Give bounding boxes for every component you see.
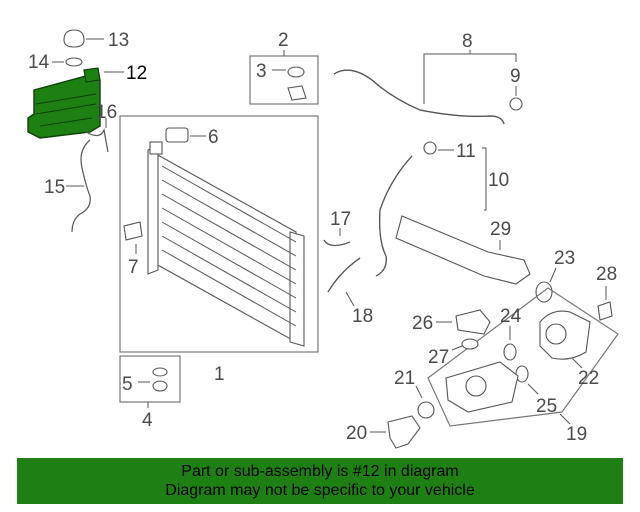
parts-diagram: 13 14 12 16 15 1 6 7 bbox=[27, 29, 619, 449]
callout-22: 22 bbox=[578, 368, 599, 389]
callout-24: 24 bbox=[500, 306, 522, 327]
part-23-gasket[interactable] bbox=[535, 267, 557, 303]
callout-26: 26 bbox=[412, 313, 433, 334]
part-28-sensor[interactable] bbox=[597, 286, 613, 321]
part-3-bushing[interactable] bbox=[272, 66, 307, 101]
part-11-clamp[interactable] bbox=[423, 141, 454, 155]
callout-28: 28 bbox=[596, 264, 617, 285]
mount-box-bottom bbox=[119, 355, 181, 403]
callout-20: 20 bbox=[346, 423, 367, 444]
banner-line-2: Diagram may not be specific to your vehi… bbox=[165, 482, 475, 499]
part-9-clamp[interactable] bbox=[509, 86, 523, 111]
callout-15: 15 bbox=[44, 177, 65, 198]
part-14-ring[interactable] bbox=[52, 57, 83, 67]
callout-7: 7 bbox=[128, 257, 139, 278]
callout-8: 8 bbox=[462, 31, 473, 52]
part-16-hose[interactable] bbox=[85, 118, 109, 153]
callout-12: 12 bbox=[126, 63, 147, 84]
part-6-gasket[interactable] bbox=[165, 127, 206, 143]
part-26-fitting[interactable] bbox=[436, 309, 491, 335]
part-7-bolt[interactable] bbox=[123, 221, 143, 254]
callout-10: 10 bbox=[488, 170, 509, 191]
callout-3: 3 bbox=[256, 61, 267, 82]
part-24-ring[interactable] bbox=[503, 326, 517, 361]
callout-21: 21 bbox=[394, 368, 415, 389]
part-22-housing[interactable] bbox=[539, 310, 591, 369]
callout-13: 13 bbox=[108, 30, 129, 51]
part-27-ring[interactable] bbox=[451, 338, 479, 351]
callout-1: 1 bbox=[214, 364, 225, 385]
part-13-cap[interactable] bbox=[63, 29, 104, 48]
part-8-upper-hose[interactable] bbox=[333, 50, 517, 125]
part-18-hose[interactable] bbox=[327, 257, 361, 307]
callout-27: 27 bbox=[428, 347, 449, 368]
callout-23: 23 bbox=[554, 248, 575, 269]
callout-4: 4 bbox=[142, 410, 153, 431]
callout-18: 18 bbox=[352, 306, 373, 327]
callout-11: 11 bbox=[456, 141, 476, 162]
part-10-lower-hose[interactable] bbox=[375, 147, 487, 277]
callout-19: 19 bbox=[566, 424, 587, 445]
radiator-box bbox=[119, 115, 319, 353]
part-29-pipe[interactable] bbox=[395, 215, 531, 285]
callout-6: 6 bbox=[208, 127, 219, 148]
part-12-reservoir[interactable] bbox=[27, 67, 124, 139]
callout-14: 14 bbox=[28, 52, 50, 73]
callout-16: 16 bbox=[96, 102, 117, 123]
part-20-inlet[interactable] bbox=[370, 415, 421, 449]
banner-line-1: Part or sub-assembly is #12 in diagram bbox=[181, 463, 459, 480]
part-25-ring[interactable] bbox=[515, 365, 539, 395]
callout-17: 17 bbox=[330, 209, 351, 230]
info-banner: Part or sub-assembly is #12 in diagram D… bbox=[17, 458, 623, 504]
part-19-thermostat-housing[interactable] bbox=[445, 361, 519, 413]
callout-2: 2 bbox=[278, 30, 289, 51]
part-17-hose[interactable] bbox=[323, 228, 351, 247]
callout-5: 5 bbox=[122, 374, 133, 395]
part-15-hose[interactable] bbox=[66, 139, 91, 233]
callout-29: 29 bbox=[490, 219, 511, 240]
part-1-radiator[interactable] bbox=[147, 141, 305, 347]
callout-25: 25 bbox=[536, 396, 557, 417]
part-21-thermostat[interactable] bbox=[415, 385, 435, 419]
callout-9: 9 bbox=[510, 66, 521, 87]
housing-group-outline bbox=[427, 287, 619, 427]
part-5-bushing[interactable] bbox=[138, 367, 168, 392]
